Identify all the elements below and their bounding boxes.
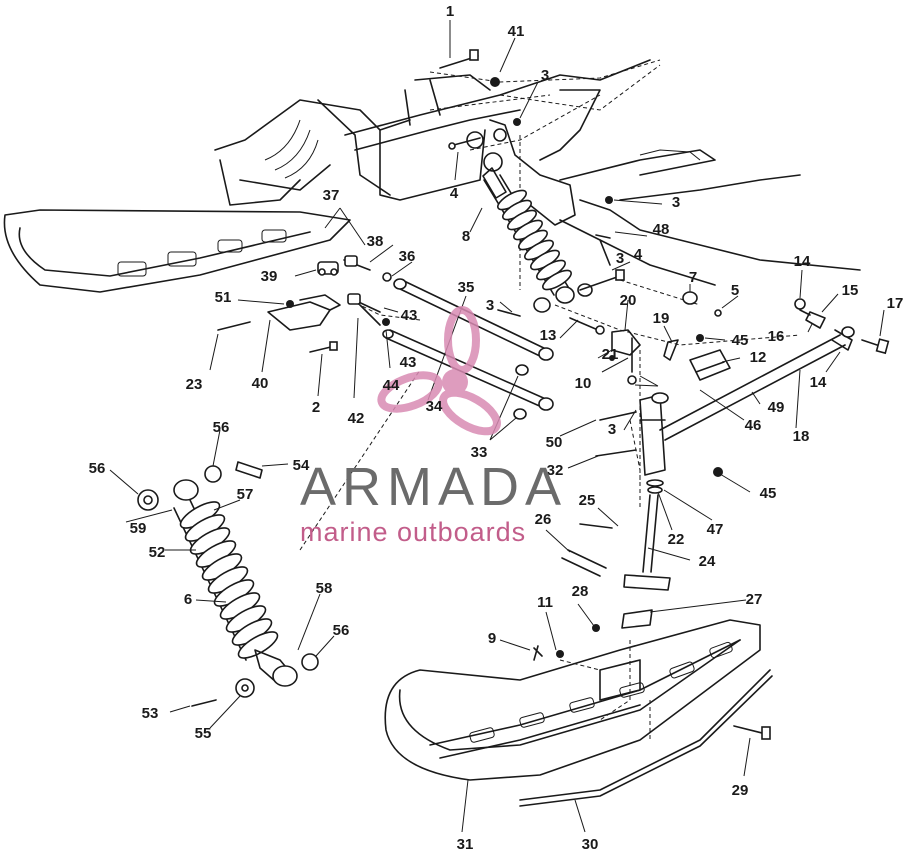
- steering-parts: [561, 298, 890, 591]
- callout-15: 15: [842, 282, 859, 299]
- callout-17: 17: [887, 295, 904, 312]
- callout-16: 16: [768, 328, 785, 345]
- callout-42: 42: [348, 410, 365, 427]
- callout-50: 50: [546, 434, 563, 451]
- callout-19: 19: [653, 310, 670, 327]
- callout-56: 56: [89, 460, 106, 477]
- background-frame: [3, 59, 861, 293]
- upper-hardware: [217, 49, 722, 353]
- callout-6: 6: [184, 591, 192, 608]
- watermark-tagline: marine outboards: [300, 517, 526, 547]
- callout-28: 28: [572, 583, 589, 600]
- callout-11: 11: [537, 594, 553, 611]
- callout-21: 21: [602, 346, 619, 363]
- callout-10: 10: [575, 375, 592, 392]
- callout-12: 12: [750, 349, 767, 366]
- callout-25: 25: [579, 492, 596, 509]
- callout-43: 43: [401, 307, 418, 324]
- lower-shock: [137, 461, 319, 707]
- callout-56: 56: [333, 622, 350, 639]
- callout-7: 7: [689, 269, 697, 286]
- callout-46: 46: [745, 417, 762, 434]
- callout-39: 39: [261, 268, 278, 285]
- callout-31: 31: [457, 836, 474, 852]
- lower-spring-coils: [179, 501, 279, 659]
- callout-20: 20: [620, 292, 637, 309]
- callout-35: 35: [458, 279, 475, 296]
- callout-14: 14: [810, 374, 827, 391]
- callout-55: 55: [195, 725, 212, 742]
- watermark-brand: ARMADA: [300, 457, 567, 517]
- callout-34: 34: [426, 398, 443, 415]
- callout-18: 18: [793, 428, 810, 445]
- callout-5: 5: [731, 282, 739, 299]
- callout-40: 40: [252, 375, 269, 392]
- callout-49: 49: [768, 399, 785, 416]
- callout-53: 53: [142, 705, 159, 722]
- callout-3: 3: [672, 194, 680, 211]
- callout-27: 27: [746, 591, 763, 608]
- callout-51: 51: [215, 289, 232, 306]
- ski: [384, 609, 773, 807]
- callout-29: 29: [732, 782, 749, 799]
- callout-26: 26: [535, 511, 552, 528]
- callout-58: 58: [316, 580, 333, 597]
- callout-9: 9: [488, 630, 496, 647]
- callout-45: 45: [760, 485, 777, 502]
- callout-43: 43: [400, 354, 417, 371]
- callout-45: 45: [732, 332, 749, 349]
- callout-52: 52: [149, 544, 166, 561]
- callout-leaders: [109, 20, 885, 833]
- callout-41: 41: [508, 23, 525, 40]
- callout-3: 3: [541, 67, 549, 84]
- callout-3: 3: [486, 297, 494, 314]
- callout-13: 13: [540, 327, 557, 344]
- propeller-logo: [377, 306, 501, 436]
- callout-labels: 1233333445678910111213141415161718192021…: [89, 3, 904, 852]
- upper-spring-coils: [497, 189, 572, 291]
- callout-14: 14: [794, 253, 811, 270]
- callout-56: 56: [213, 419, 230, 436]
- callout-4: 4: [634, 246, 643, 263]
- callout-48: 48: [653, 221, 670, 238]
- callout-57: 57: [237, 486, 254, 503]
- callout-22: 22: [668, 531, 685, 548]
- callout-1: 1: [446, 3, 454, 20]
- callout-38: 38: [367, 233, 384, 250]
- callout-2: 2: [312, 399, 320, 416]
- callout-30: 30: [582, 836, 599, 852]
- callout-4: 4: [450, 185, 459, 202]
- callout-33: 33: [471, 444, 488, 461]
- callout-36: 36: [399, 248, 416, 265]
- callout-47: 47: [707, 521, 724, 538]
- callout-59: 59: [130, 520, 147, 537]
- callout-54: 54: [293, 457, 310, 474]
- callout-3: 3: [616, 250, 624, 267]
- callout-32: 32: [547, 462, 564, 479]
- callout-37: 37: [323, 187, 340, 204]
- callout-8: 8: [462, 228, 470, 245]
- callout-3: 3: [608, 421, 616, 438]
- upper-shock: [482, 152, 593, 313]
- callout-24: 24: [699, 553, 716, 570]
- callout-23: 23: [186, 376, 203, 393]
- watermark: [377, 306, 501, 436]
- callout-44: 44: [383, 377, 400, 394]
